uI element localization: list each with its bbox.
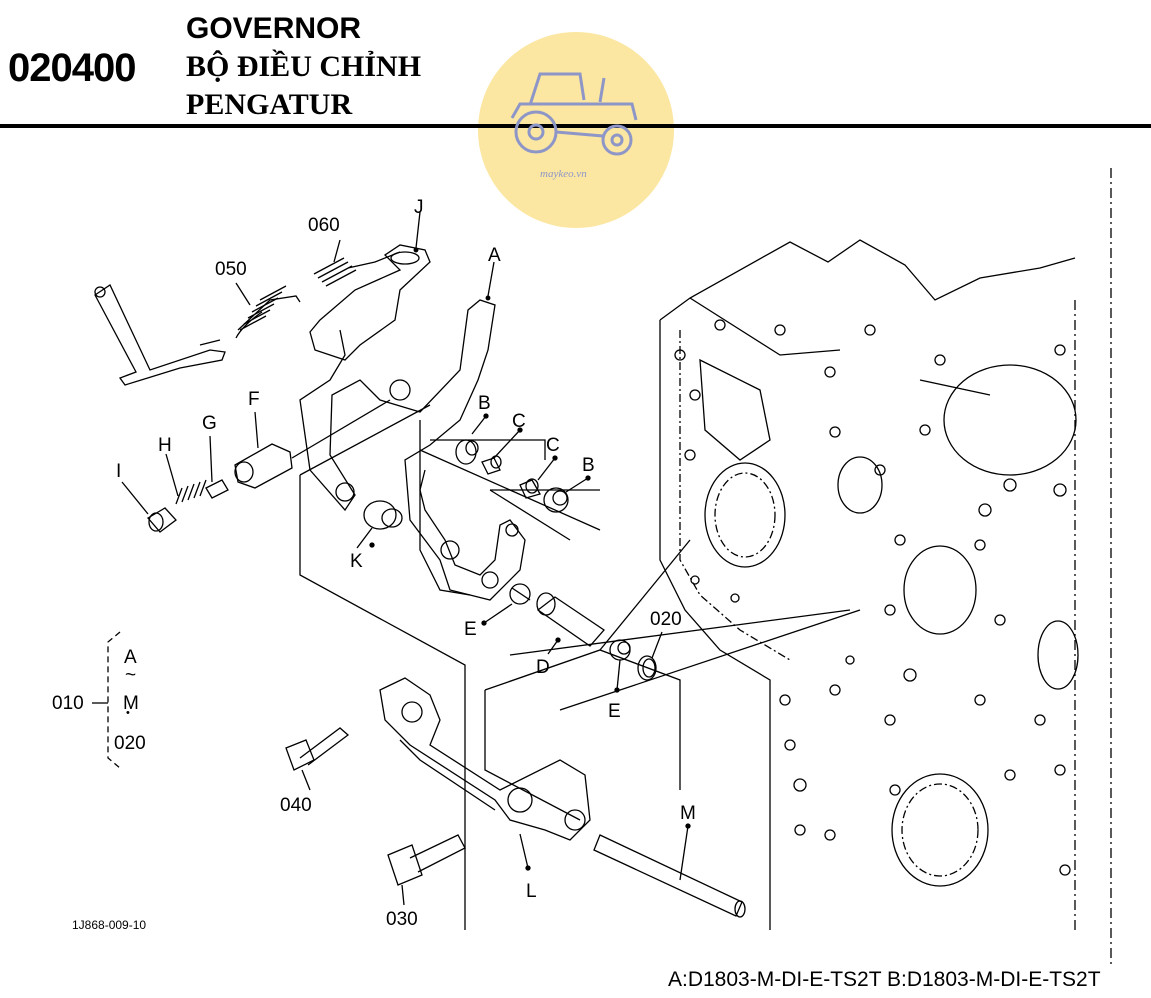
- part-g: [205, 479, 229, 499]
- callout-f: F: [248, 389, 260, 410]
- diagram-lines: [92, 168, 1112, 965]
- callout-m: M: [680, 803, 696, 824]
- callout-060: 060: [308, 215, 340, 236]
- part-i: [147, 507, 177, 533]
- callout-e-left: E: [464, 619, 477, 640]
- title-vietnamese: BỘ ĐIỀU CHỈNH: [186, 50, 422, 83]
- group-dot: •: [126, 707, 130, 719]
- header-rule: [0, 124, 1151, 128]
- spring-050: [235, 285, 287, 339]
- part-e-left: [509, 583, 531, 605]
- model-footer: A:D1803-M-DI-E-TS2T B:D1803-M-DI-E-TS2T: [668, 968, 1101, 991]
- watermark-badge: [478, 32, 674, 228]
- lever-j: [309, 244, 431, 361]
- callout-030: 030: [386, 909, 418, 930]
- lever-a: [299, 299, 526, 601]
- group-number: 010: [52, 693, 84, 714]
- part-d: [536, 592, 605, 647]
- group-tilde: ~: [125, 665, 137, 686]
- group-from: A: [124, 647, 137, 668]
- callout-b-right: B: [582, 455, 595, 476]
- tractor-icon: [510, 72, 638, 156]
- part-h: [175, 479, 207, 505]
- section-code: 020400: [8, 46, 136, 90]
- watermark-text: maykeo.vn: [540, 168, 587, 180]
- callout-i: I: [116, 461, 122, 482]
- part-b-right: [543, 487, 569, 513]
- governor-lever-arm: [94, 284, 226, 386]
- callout-k: K: [350, 551, 363, 572]
- callout-leaders: [121, 211, 691, 906]
- part-k: [363, 500, 403, 530]
- part-b-left: [455, 439, 479, 465]
- callout-040: 040: [280, 795, 312, 816]
- callout-b-left: B: [478, 393, 491, 414]
- part-020-ring: [637, 655, 657, 681]
- group-plus: 020: [114, 733, 146, 754]
- bolt-030: [387, 834, 466, 886]
- callout-l: L: [526, 881, 537, 902]
- callout-d: D: [536, 657, 550, 678]
- callout-020: 020: [650, 609, 682, 630]
- callout-g: G: [202, 413, 217, 434]
- callout-c-right: C: [546, 435, 560, 456]
- bracket-l: [379, 677, 591, 841]
- spring-060: [313, 251, 401, 287]
- shaft-m: [593, 834, 746, 918]
- callout-j: J: [414, 197, 424, 218]
- part-f: [234, 443, 293, 489]
- callout-h: H: [158, 435, 172, 456]
- callout-e-right: E: [608, 701, 621, 722]
- title-english: GOVERNOR: [186, 12, 362, 45]
- callout-a: A: [488, 245, 501, 266]
- title-indonesian: PENGATUR: [186, 88, 353, 121]
- engine-holes: [674, 319, 1071, 876]
- group-to: M: [123, 693, 139, 714]
- part-c-left: [481, 455, 502, 475]
- callout-050: 050: [215, 259, 247, 280]
- group-bracket: [107, 631, 121, 769]
- callout-c-left: C: [512, 411, 526, 432]
- drawing-code: 1J868-009-10: [72, 918, 147, 932]
- engine-block-outline: [659, 239, 1076, 321]
- part-c-right: [519, 478, 541, 499]
- bolt-040: [285, 727, 350, 771]
